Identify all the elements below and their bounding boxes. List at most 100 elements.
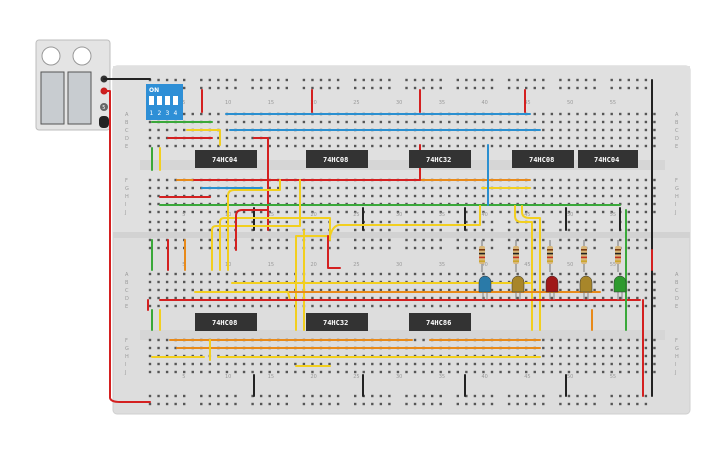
hole[interactable] [465, 272, 468, 276]
hole[interactable] [576, 144, 579, 148]
hole[interactable] [217, 272, 220, 276]
hole[interactable] [636, 304, 639, 308]
hole[interactable] [208, 220, 212, 224]
hole[interactable] [559, 304, 562, 308]
hole[interactable] [507, 304, 511, 308]
hole[interactable] [473, 120, 477, 124]
hole[interactable] [490, 86, 494, 90]
hole[interactable] [396, 304, 400, 308]
hole[interactable] [619, 186, 622, 190]
resistor[interactable] [513, 240, 519, 272]
hole[interactable] [593, 186, 596, 190]
hole[interactable] [533, 186, 536, 190]
hole[interactable] [567, 362, 571, 366]
hole[interactable] [277, 238, 280, 242]
hole[interactable] [242, 194, 246, 198]
hole[interactable] [345, 210, 348, 214]
hole[interactable] [525, 304, 528, 308]
hole[interactable] [533, 178, 536, 182]
hole[interactable] [644, 120, 648, 124]
hole[interactable] [183, 78, 186, 82]
hole[interactable] [225, 78, 229, 82]
hole[interactable] [533, 246, 536, 250]
hole[interactable] [473, 194, 477, 198]
hole[interactable] [456, 370, 459, 374]
hole[interactable] [208, 272, 212, 276]
hole[interactable] [208, 78, 212, 82]
hole[interactable] [567, 128, 571, 132]
hole[interactable] [302, 210, 306, 214]
hole[interactable] [234, 272, 237, 276]
hole[interactable] [251, 362, 254, 366]
hole[interactable] [285, 394, 288, 398]
hole[interactable] [533, 280, 536, 284]
hole[interactable] [584, 86, 588, 90]
hole[interactable] [157, 288, 160, 292]
hole[interactable] [259, 402, 263, 406]
hole[interactable] [379, 304, 383, 308]
hole[interactable] [473, 288, 477, 292]
hole[interactable] [277, 210, 280, 214]
hole[interactable] [388, 296, 391, 300]
hole[interactable] [533, 144, 536, 148]
hole[interactable] [413, 246, 417, 250]
hole[interactable] [559, 120, 562, 124]
hole[interactable] [234, 296, 237, 300]
hole[interactable] [473, 86, 477, 90]
hole[interactable] [559, 296, 562, 300]
hole[interactable] [379, 238, 383, 242]
hole[interactable] [336, 370, 340, 374]
hole[interactable] [371, 210, 374, 214]
hole[interactable] [482, 304, 485, 308]
hole[interactable] [294, 370, 297, 374]
hole[interactable] [362, 194, 365, 198]
hole[interactable] [533, 228, 536, 232]
hole[interactable] [311, 304, 314, 308]
hole[interactable] [217, 370, 220, 374]
hole[interactable] [448, 144, 451, 148]
knob-left[interactable] [41, 46, 61, 66]
hole[interactable] [542, 288, 545, 292]
hole[interactable] [259, 246, 263, 250]
hole[interactable] [490, 370, 494, 374]
hole[interactable] [285, 238, 288, 242]
hole[interactable] [516, 78, 519, 82]
hole[interactable] [559, 86, 562, 90]
hole[interactable] [465, 210, 468, 214]
hole[interactable] [174, 280, 177, 284]
hole[interactable] [627, 304, 630, 308]
dip-switch[interactable]: ON 1 2 3 4 [146, 84, 183, 120]
hole[interactable] [371, 402, 374, 406]
hole[interactable] [559, 280, 562, 284]
hole[interactable] [251, 78, 254, 82]
hole[interactable] [499, 210, 502, 214]
hole[interactable] [439, 144, 442, 148]
hole[interactable] [242, 136, 246, 140]
hole[interactable] [559, 228, 562, 232]
hole[interactable] [336, 144, 340, 148]
hole[interactable] [328, 362, 331, 366]
chip-u6[interactable]: 74HC08 [195, 313, 257, 331]
hole[interactable] [234, 394, 237, 398]
hole[interactable] [234, 304, 237, 308]
hole[interactable] [448, 194, 451, 198]
hole[interactable] [636, 288, 639, 292]
hole[interactable] [636, 354, 639, 358]
hole[interactable] [362, 370, 365, 374]
hole[interactable] [379, 220, 383, 224]
hole[interactable] [601, 186, 605, 190]
hole[interactable] [268, 194, 271, 198]
hole[interactable] [627, 186, 630, 190]
hole[interactable] [200, 220, 203, 224]
hole[interactable] [242, 210, 246, 214]
hole[interactable] [644, 128, 648, 132]
hole[interactable] [636, 362, 639, 366]
hole[interactable] [251, 296, 254, 300]
hole[interactable] [482, 402, 485, 406]
hole[interactable] [636, 120, 639, 124]
hole[interactable] [576, 178, 579, 182]
hole[interactable] [234, 370, 237, 374]
hole[interactable] [157, 338, 160, 342]
hole[interactable] [174, 394, 177, 398]
hole[interactable] [465, 246, 468, 250]
